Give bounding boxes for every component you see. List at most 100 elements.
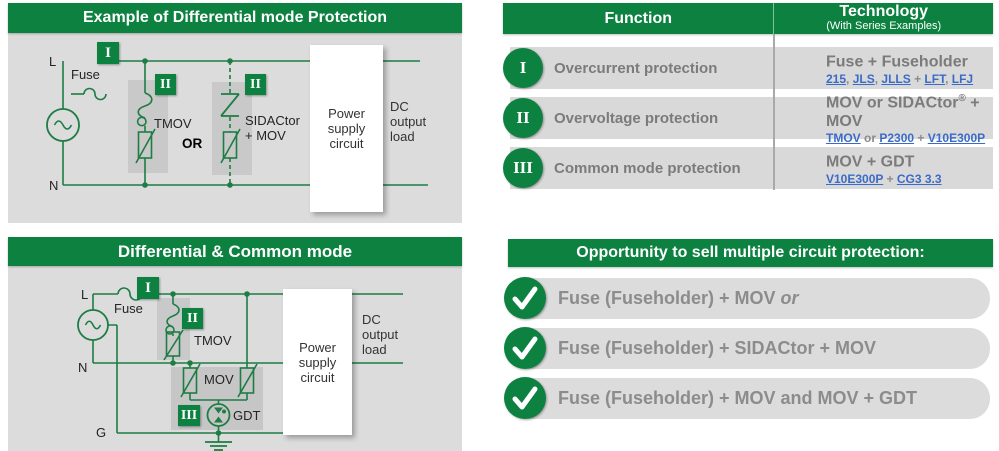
- table-header: Function Technology (With Series Example…: [503, 3, 993, 34]
- line-l-label: L: [81, 287, 89, 302]
- opportunity-text: Fuse (Fuseholder) + MOV or: [558, 288, 799, 308]
- differential-circuit-diagram: Power supply circuit L Fuse N TMOV OR SI…: [8, 33, 462, 223]
- differential-panel-title: Example of Differential mode Protection: [8, 3, 462, 33]
- series-link[interactable]: LFJ: [951, 71, 974, 86]
- tmov-label: TMOV: [154, 116, 192, 131]
- ac-source-icon: [46, 61, 80, 185]
- opportunity-text: Fuse (Fuseholder) + SIDACtor + MOV: [558, 338, 877, 358]
- series-link[interactable]: JLLS: [881, 71, 911, 86]
- dc-output-load-label: DC output load: [362, 312, 399, 357]
- varistor-icon: [237, 363, 258, 398]
- series-link[interactable]: 215: [826, 71, 847, 86]
- header-function: Function: [604, 10, 672, 27]
- common-mode-panel: Differential & Common mode: [8, 237, 462, 451]
- gdt-internals: [214, 407, 226, 423]
- series-link[interactable]: CG3 3.3: [896, 171, 942, 186]
- badge-overcurrent: I: [137, 277, 159, 299]
- badge-overcurrent: I: [97, 42, 119, 64]
- technology-title: Fuse + Fuseholder: [826, 53, 968, 71]
- series-links: 215, JLS, JLLS + LFT, LFJ: [826, 71, 974, 86]
- technology-cell: MOV or SIDACtor® + MOV TMOV or P2300 + V…: [811, 90, 993, 145]
- power-supply-line2: supply: [327, 121, 366, 136]
- check-icon: [504, 377, 546, 419]
- table-row-overcurrent: I Overcurrent protection Fuse + Fusehold…: [503, 47, 993, 89]
- technology-title: MOV or SIDACtor® + MOV: [826, 93, 980, 130]
- tmov-branch: [163, 294, 184, 363]
- numeral-circle-3: III: [503, 148, 543, 188]
- fuse-label: Fuse: [114, 301, 143, 316]
- header-technology-title: Technology: [839, 3, 929, 20]
- numeral-circle-1: I: [503, 48, 543, 88]
- series-link[interactable]: P2300: [879, 130, 915, 145]
- series-link[interactable]: TMOV: [826, 130, 861, 145]
- technology-title: MOV + GDT: [826, 153, 915, 171]
- power-supply-line1: Power: [328, 106, 365, 121]
- line-n-label: N: [49, 178, 59, 193]
- common-circuit-diagram: Power supply circuit L Fuse N G TMOV MOV…: [8, 266, 462, 451]
- thermal-element-icon: [137, 92, 153, 119]
- line-l-label: L: [49, 54, 57, 69]
- function-label: Common mode protection: [554, 159, 741, 177]
- opportunity-text: Fuse (Fuseholder) + MOV and MOV + GDT: [558, 388, 918, 408]
- opportunity-panel: Opportunity to sell multiple circuit pro…: [504, 239, 993, 419]
- sidactor-branch: [220, 61, 241, 185]
- function-technology-table: Function Technology (With Series Example…: [503, 3, 993, 190]
- line-n-label: N: [78, 360, 88, 375]
- sidactor-icon: [220, 93, 240, 117]
- fuse-icon: [83, 87, 107, 101]
- sidactor-label-line2: + MOV: [245, 128, 286, 143]
- opportunity-row-2: Fuse (Fuseholder) + SIDACtor + MOV: [504, 327, 990, 369]
- differential-mode-panel: Example of Differential mode Protection: [8, 3, 462, 223]
- series-links: V10E300P + CG3 3.3: [826, 171, 942, 186]
- mov-right-branch: [237, 294, 258, 400]
- check-icon: [504, 327, 546, 369]
- junction-dots: [170, 291, 250, 436]
- technology-cell: MOV + GDT V10E300P + CG3 3.3: [811, 149, 993, 186]
- common-circuit-svg: [77, 287, 403, 451]
- table-column-divider: [773, 34, 775, 190]
- badge-overvoltage-sidactor: II: [245, 74, 266, 95]
- power-supply-line1: Power: [299, 339, 336, 355]
- opportunity-row-1: Fuse (Fuseholder) + MOV or: [504, 277, 990, 319]
- table-row-overvoltage: II Overvoltage protection MOV or SIDACto…: [503, 93, 993, 145]
- thermal-element-icon: [166, 303, 180, 328]
- numeral-circle-2: II: [503, 98, 543, 138]
- or-label: OR: [182, 136, 203, 151]
- tmov-branch: [135, 61, 156, 185]
- badge-common-mode: III: [178, 405, 200, 426]
- common-panel-title: Differential & Common mode: [8, 237, 462, 266]
- series-link[interactable]: LFT: [924, 71, 946, 86]
- varistor-icon: [220, 128, 241, 164]
- function-label: Overvoltage protection: [554, 109, 719, 127]
- mov-label: MOV: [204, 372, 234, 387]
- opportunity-title: Opportunity to sell multiple circuit pro…: [508, 239, 993, 267]
- thermal-hook-icon: [165, 325, 175, 335]
- junction-dots: [142, 58, 233, 188]
- header-technology: Technology (With Series Examples): [773, 3, 993, 34]
- thermal-hook-icon: [136, 116, 147, 127]
- sidactor-shaded-area: [212, 82, 252, 175]
- power-supply-line2: supply: [298, 354, 337, 370]
- tmov-label: TMOV: [194, 333, 232, 348]
- varistor-icon: [180, 363, 201, 398]
- fuse-label: Fuse: [71, 67, 100, 82]
- series-link[interactable]: V10E300P: [826, 171, 884, 186]
- varistor-icon: [135, 128, 156, 164]
- mov-left-branch: [180, 363, 201, 400]
- dc-output-load-label: DC output load: [390, 99, 427, 144]
- check-icon: [504, 277, 546, 319]
- series-link[interactable]: JLS: [852, 71, 875, 86]
- table-row-common-mode: III Common mode protection MOV + GDT V10…: [503, 147, 993, 189]
- series-link[interactable]: V10E300P: [927, 130, 986, 145]
- power-supply-box: Power supply circuit: [283, 289, 352, 435]
- power-supply-box: Power supply circuit: [310, 45, 383, 212]
- sidactor-label-line1: SIDACtor: [245, 113, 300, 128]
- power-supply-line3: circuit: [329, 136, 364, 151]
- gdt-label: GDT: [233, 408, 261, 423]
- technology-cell: Fuse + Fuseholder 215, JLS, JLLS + LFT, …: [811, 49, 993, 86]
- ground-icon: [205, 441, 232, 451]
- badge-overvoltage-tmov: II: [155, 74, 176, 95]
- badge-overvoltage: II: [182, 308, 203, 329]
- function-label: Overcurrent protection: [554, 59, 718, 77]
- ac-source-icon: [77, 294, 118, 433]
